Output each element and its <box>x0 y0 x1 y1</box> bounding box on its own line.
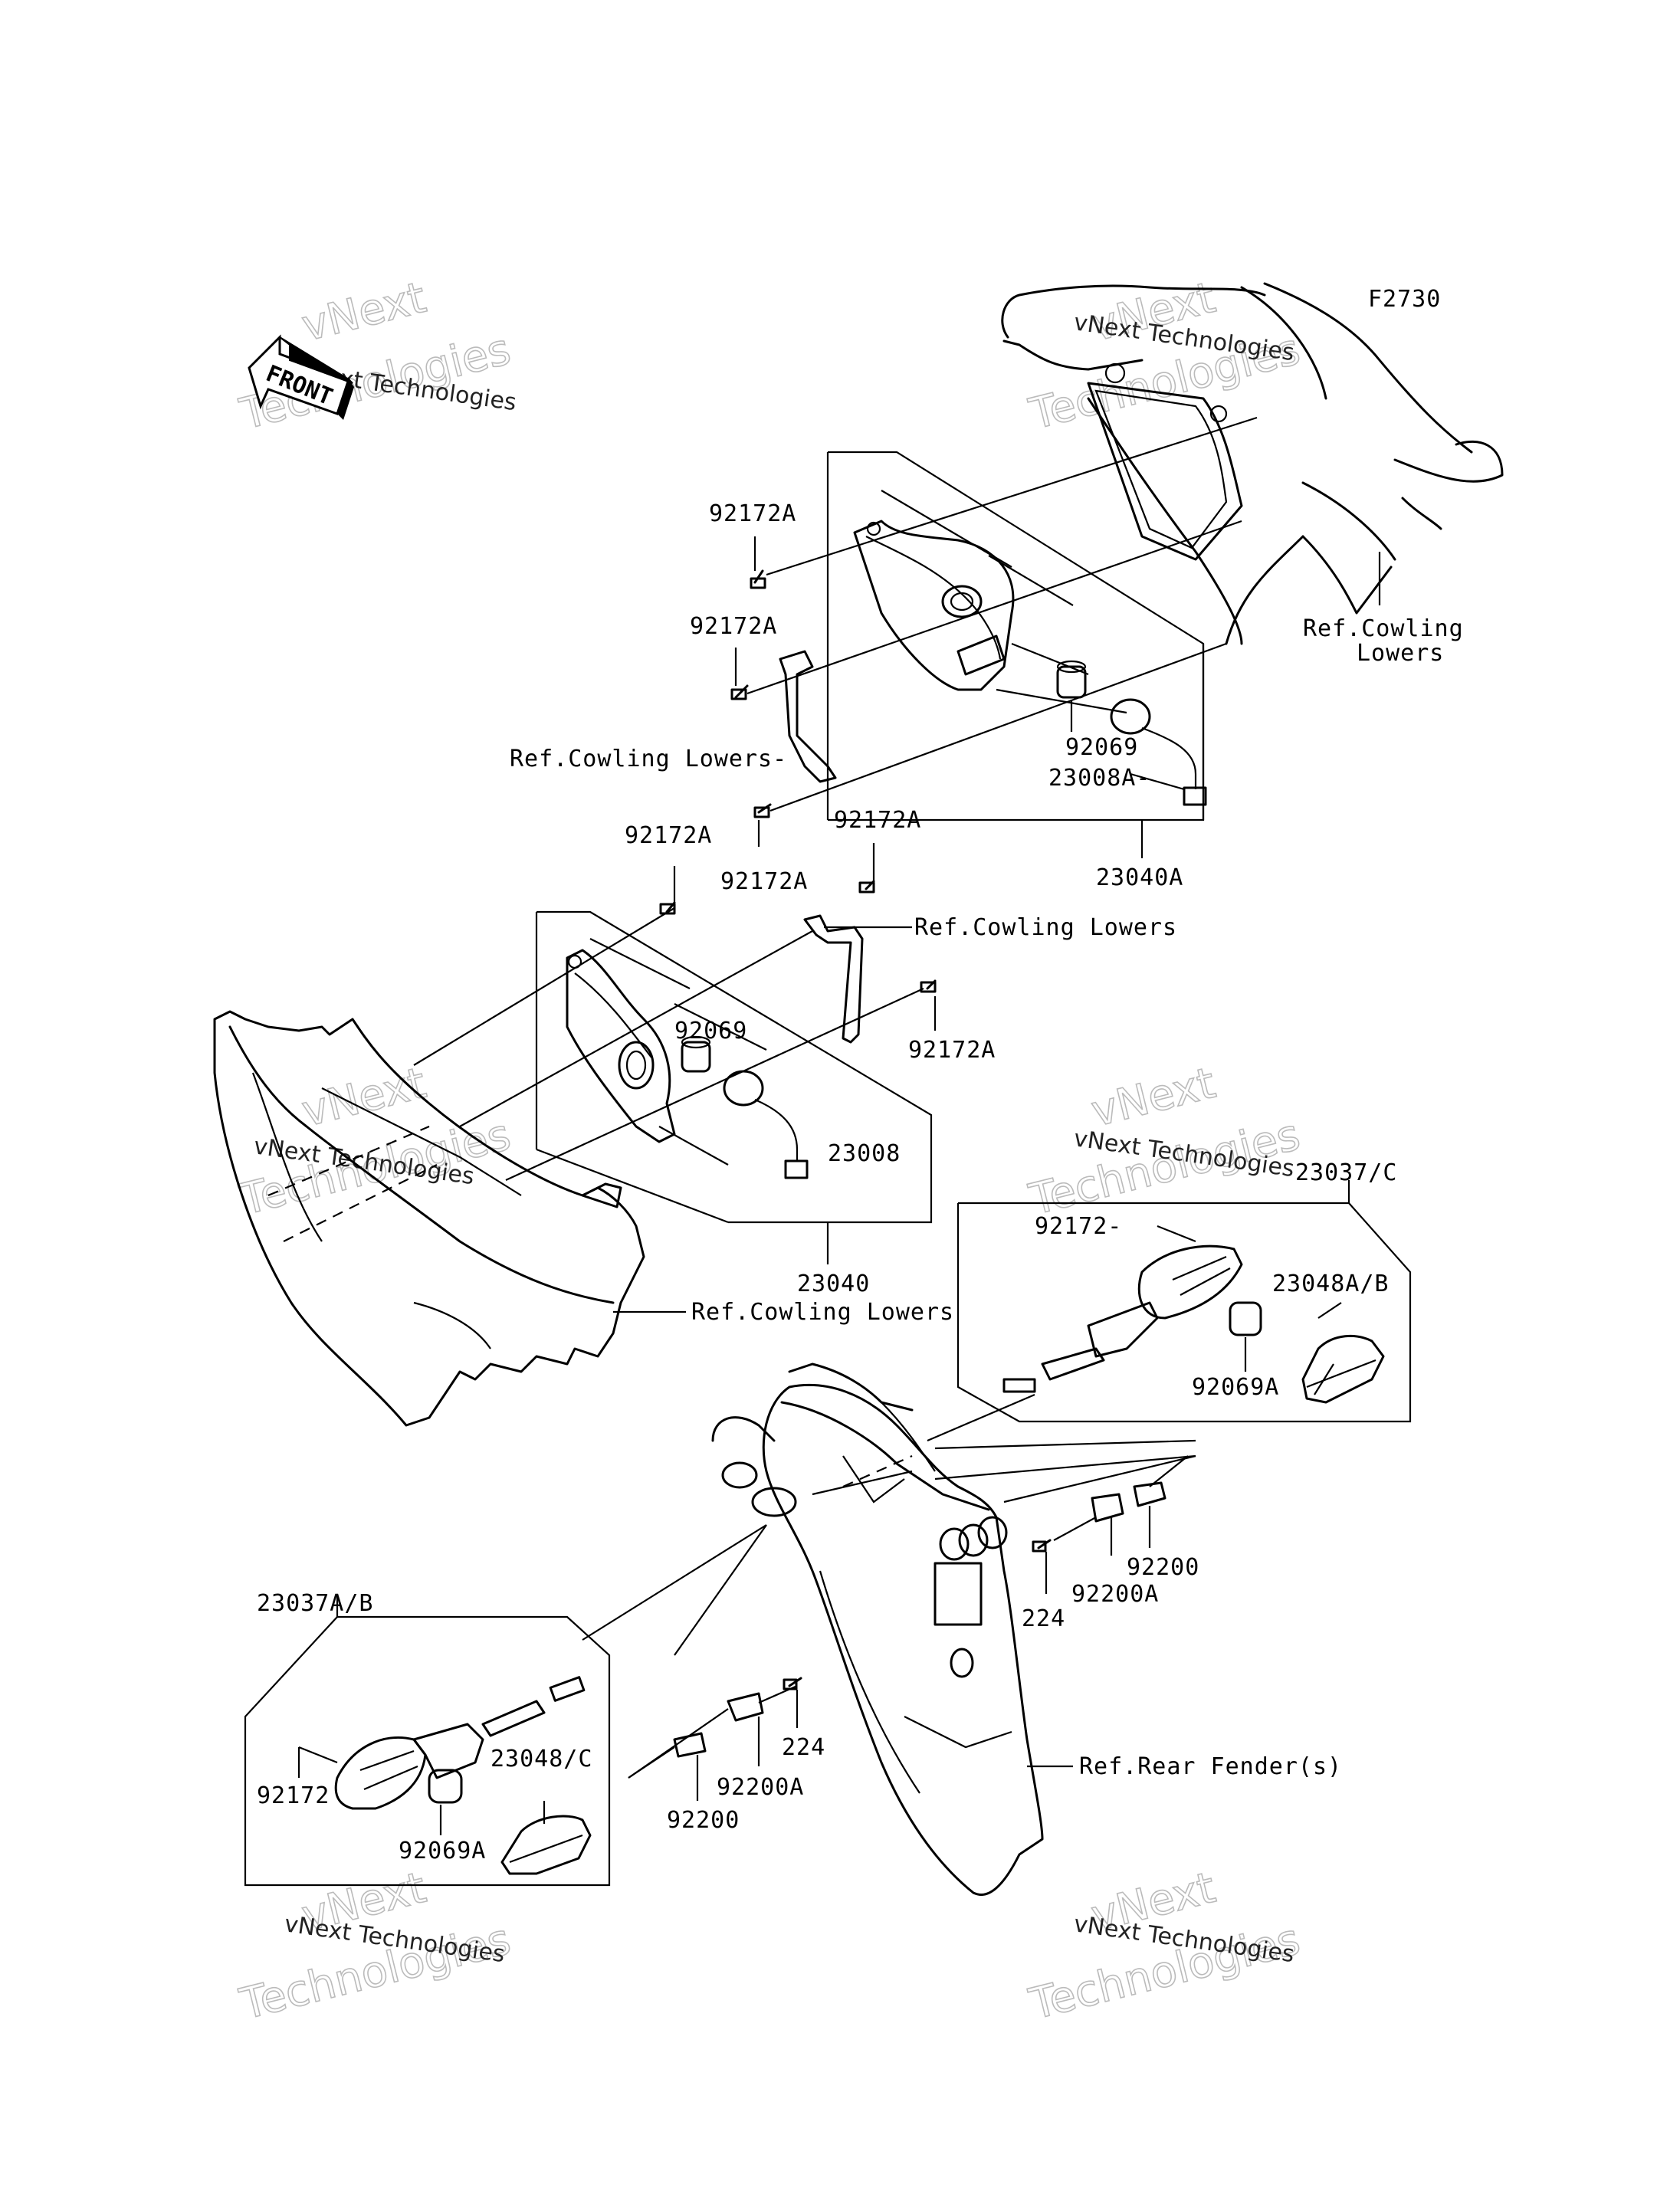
label-mid-bulb: 92069 <box>674 1018 747 1044</box>
label-left-signal-screw: 92172 <box>257 1782 330 1809</box>
label-left-signal-assembly: 23037A/B <box>257 1590 374 1617</box>
label-right-bolt: 224 <box>1022 1605 1065 1632</box>
label-left-bracket-a: 92200A <box>717 1774 804 1801</box>
label-mid-screw-4: 92172A <box>908 1037 996 1064</box>
part-labels: 92172A 92172A Ref.Cowling Lowers- 92069 … <box>257 500 1464 1864</box>
upper-cowling <box>1001 282 1504 645</box>
label-mid-screw-1: 92172A <box>625 822 712 849</box>
label-left-bracket: 92200 <box>667 1807 740 1834</box>
label-right-signal-screw: 92172- <box>1035 1213 1122 1240</box>
right-turn-signal <box>1002 1225 1243 1393</box>
top-bracket <box>779 650 837 783</box>
top-socket-icon <box>1110 698 1207 806</box>
mid-screws <box>659 880 937 993</box>
label-top-assembly: 23040A <box>1096 864 1183 891</box>
label-mid-screw-2: 92172A <box>834 807 921 834</box>
right-bulb-icon <box>1229 1301 1262 1336</box>
diagram-code: F2730 <box>1368 286 1441 313</box>
label-mid-bracket-ref: Ref.Cowling Lowers <box>914 914 1177 941</box>
label-top-bracket-ref: Ref.Cowling Lowers- <box>510 746 787 772</box>
mid-group-lines <box>413 907 933 1224</box>
leader-lines <box>297 536 1381 1835</box>
svg-text:vNext: vNext <box>297 273 431 352</box>
label-mid-assembly: 23040 <box>797 1271 870 1297</box>
mid-lamp-housing <box>566 949 676 1143</box>
label-right-bulb: 92069A <box>1192 1374 1279 1401</box>
left-lens-icon <box>500 1815 592 1875</box>
mid-socket-icon <box>723 1070 809 1179</box>
label-left-bolt: 224 <box>782 1734 825 1761</box>
label-top-bulb: 92069 <box>1065 734 1138 761</box>
label-right-signal-assembly: 23037/C <box>1295 1159 1397 1186</box>
rear-fender <box>711 1362 1044 1896</box>
label-top-cowling-ref-2: Lowers <box>1357 640 1444 667</box>
left-turn-signal <box>298 1524 767 1810</box>
mid-cowling <box>213 1010 645 1427</box>
rear-fender-lines <box>674 1393 1196 1656</box>
label-mid-screw-3: 92172A <box>720 868 808 895</box>
label-top-cowling-ref-1: Ref.Cowling <box>1303 615 1464 642</box>
watermark-top-right: vNext Technologies vNext Technologies <box>1024 272 1305 440</box>
label-right-lens: 23048A/B <box>1272 1271 1390 1297</box>
label-mid-cowling-ref: Ref.Cowling Lowers <box>691 1299 954 1326</box>
front-arrow-icon: FRONT <box>248 334 354 420</box>
top-group-lines <box>746 416 1258 821</box>
left-bolt-and-brackets <box>673 1677 802 1758</box>
label-top-screw-1: 92172A <box>709 500 796 527</box>
mid-bulb-icon <box>681 1035 711 1073</box>
svg-text:vNext: vNext <box>297 1058 431 1137</box>
top-screws <box>730 569 772 818</box>
label-left-bulb: 92069A <box>399 1838 486 1864</box>
watermark-bottom-left: vNext Technologies vNext Technologies <box>235 1862 516 2030</box>
label-rear-fender-ref: Ref.Rear Fender(s) <box>1079 1753 1342 1780</box>
label-right-bracket-a: 92200A <box>1071 1581 1159 1608</box>
label-top-screw-2: 92172A <box>690 613 777 640</box>
watermark-mid-right: vNext Technologies vNext Technologies <box>1024 1058 1305 1225</box>
top-lamp-housing <box>853 520 1015 691</box>
left-bulb-icon <box>428 1769 463 1804</box>
label-left-lens: 23048/C <box>491 1746 592 1772</box>
right-bolt-and-brackets <box>1032 1481 1166 1553</box>
right-lens-icon <box>1301 1334 1385 1404</box>
label-right-bracket: 92200 <box>1127 1554 1199 1581</box>
label-top-socket: 23008A- <box>1048 765 1150 792</box>
left-signal-box <box>244 1615 611 1887</box>
watermark-bottom-right: vNext Technologies vNext Technologies <box>1024 1862 1305 2030</box>
mid-bracket <box>803 914 864 1044</box>
top-bulb-icon <box>1056 660 1087 699</box>
label-mid-socket: 23008 <box>828 1140 901 1167</box>
svg-text:vNext: vNext <box>1087 1058 1220 1137</box>
